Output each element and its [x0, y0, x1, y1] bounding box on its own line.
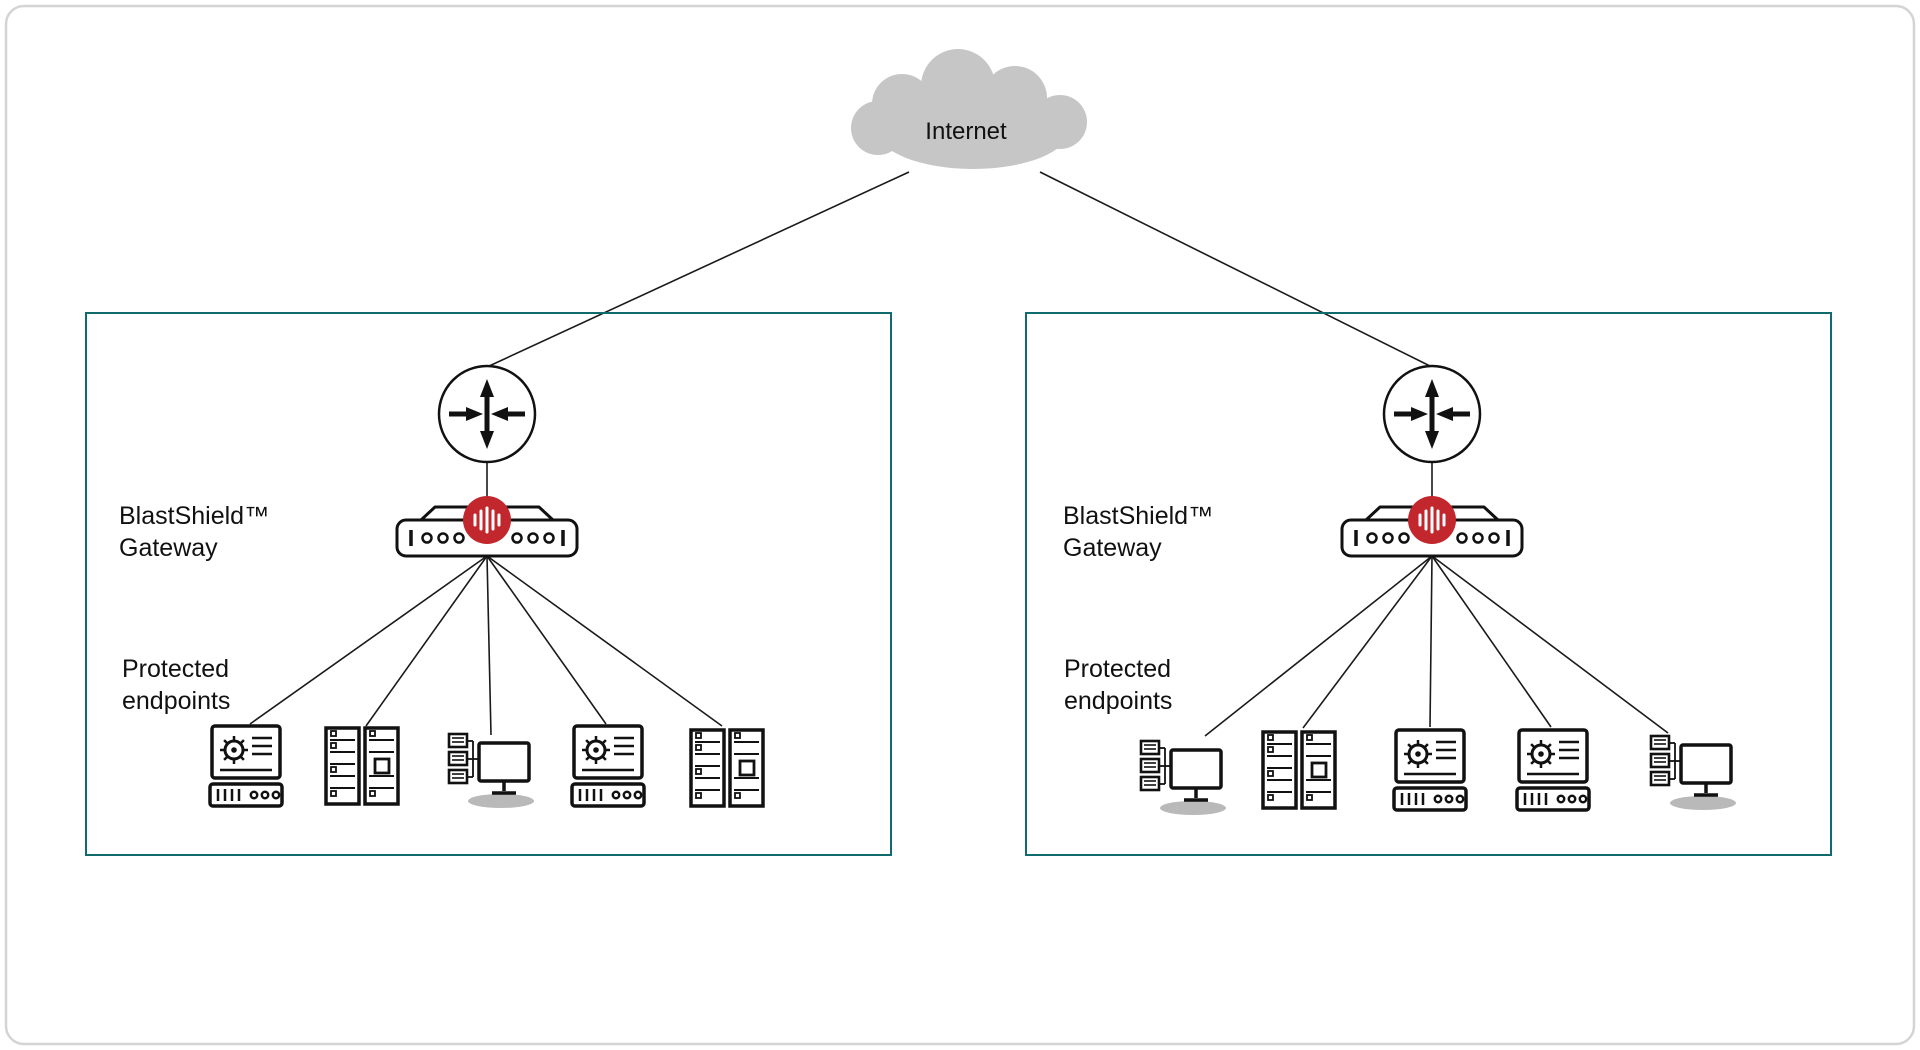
endpoint-workstation-icon [1515, 728, 1591, 812]
connection-line-left-endpoint-1 [249, 555, 488, 725]
gateway-label-right-line1: BlastShield™ [1063, 502, 1213, 530]
gateway-device-left [395, 496, 579, 558]
internet-cloud-icon [851, 49, 1087, 169]
connection-line-right-endpoint-2 [1302, 555, 1433, 729]
gateway-device-right [1340, 496, 1524, 558]
connection-line-left-endpoint-5 [486, 555, 723, 727]
endpoints-label-left-line1: Protected [122, 655, 229, 683]
endpoint-workstation-icon [1392, 728, 1468, 812]
connection-line-internet-right-router [1039, 171, 1433, 368]
gateway-label-left-line2: Gateway [119, 534, 218, 562]
connection-line-right-endpoint-1 [1204, 555, 1433, 737]
endpoint-workstation-icon [208, 724, 284, 808]
connection-line-right-endpoint-3 [1429, 555, 1433, 728]
endpoints-label-right-line2: endpoints [1064, 687, 1172, 715]
connection-line-right-endpoint-5 [1431, 555, 1669, 734]
connection-line-left-endpoint-3 [486, 555, 492, 736]
connection-line-left-endpoint-2 [365, 555, 488, 727]
endpoints-label-left-line2: endpoints [122, 687, 230, 715]
window-frame [4, 4, 1916, 1046]
site-box-left [85, 312, 892, 856]
internet-label: Internet [925, 118, 1007, 145]
router-icon-left [439, 366, 535, 462]
site-box-right [1025, 312, 1832, 856]
router-icon-right [1384, 366, 1480, 462]
endpoint-workstation-icon [570, 724, 646, 808]
connection-line-right-endpoint-4 [1431, 555, 1552, 728]
endpoints-label-right-line1: Protected [1064, 655, 1171, 683]
gateway-label-left-line1: BlastShield™ [119, 502, 269, 530]
connection-line-left-endpoint-4 [486, 555, 607, 725]
connection-line-internet-left-router [486, 171, 910, 368]
gateway-label-right-line2: Gateway [1063, 534, 1162, 562]
